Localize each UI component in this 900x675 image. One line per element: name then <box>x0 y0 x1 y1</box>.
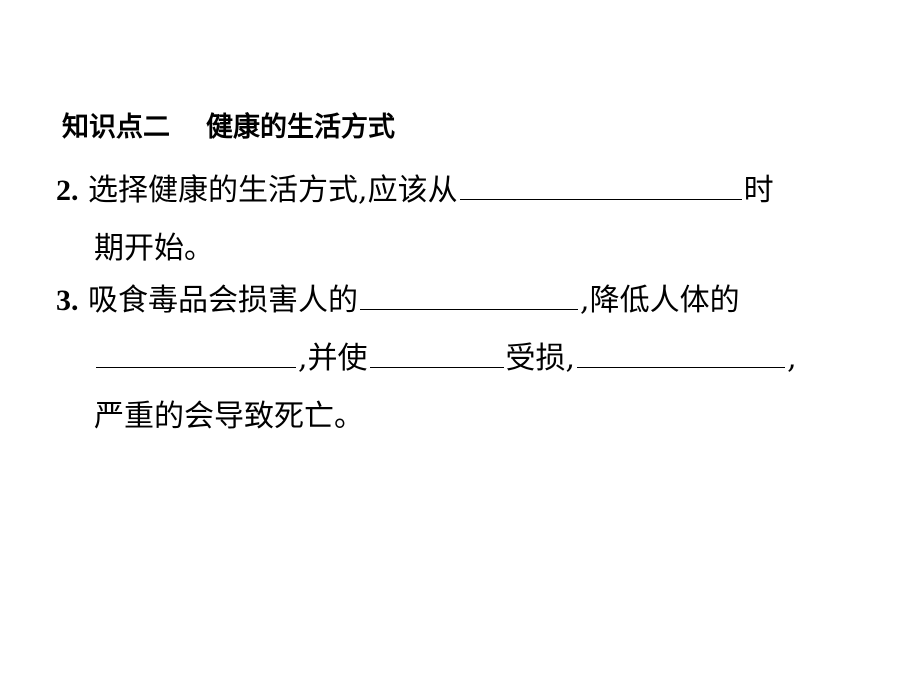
question-2-line-2: 期开始。 <box>56 220 774 278</box>
section-label: 知识点二 <box>62 112 170 143</box>
question-3-line-1: 3. 吸食毒品会损害人的 ,降低人体的 <box>56 272 797 330</box>
question-number: 2 <box>56 174 71 207</box>
question-number-dot: . <box>71 174 79 207</box>
question-3: 3. 吸食毒品会损害人的 ,降低人体的 ,并使 受损,, 严重的会导致死亡。 <box>56 272 797 446</box>
section-heading: 知识点二 健康的生活方式 <box>62 108 395 148</box>
question-text: 选择健康的生活方式,应该从 <box>88 173 458 208</box>
question-text: 严重的会导致死亡。 <box>94 399 364 434</box>
question-3-line-2: ,并使 受损,, <box>56 330 797 388</box>
section-title: 健康的生活方式 <box>206 112 395 143</box>
question-text: ,降低人体的 <box>580 283 740 318</box>
question-number: 3 <box>56 284 71 317</box>
answer-blank[interactable] <box>96 337 296 368</box>
question-text: , <box>787 341 797 376</box>
answer-blank[interactable] <box>360 279 579 310</box>
question-3-line-3: 严重的会导致死亡。 <box>56 388 797 446</box>
question-number-dot: . <box>71 284 79 317</box>
question-2-line-1: 2. 选择健康的生活方式,应该从 时 <box>56 162 774 220</box>
answer-blank[interactable] <box>459 169 742 200</box>
answer-blank[interactable] <box>369 337 504 368</box>
question-text: 吸食毒品会损害人的 <box>88 283 359 318</box>
question-text: 受损, <box>505 341 576 376</box>
answer-blank[interactable] <box>577 337 786 368</box>
question-2: 2. 选择健康的生活方式,应该从 时 期开始。 <box>56 162 774 278</box>
question-text: 期开始。 <box>94 231 214 266</box>
question-text: ,并使 <box>298 341 368 376</box>
question-text: 时 <box>743 173 774 208</box>
